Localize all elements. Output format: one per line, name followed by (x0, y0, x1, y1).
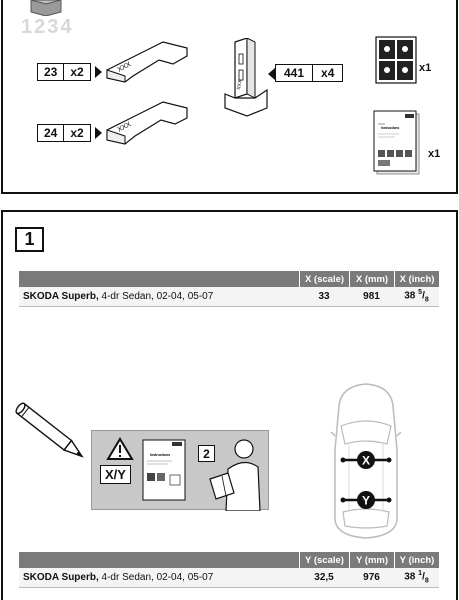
read-instructions-illustration: X/Y Instructions 2 (91, 430, 269, 511)
vehicle-details: 4-dr Sedan, 02-04, 05-07 (98, 572, 214, 583)
part-qty: x2 (70, 65, 84, 79)
car-mark-x: X (362, 454, 370, 468)
manual-title: Instructions (150, 453, 170, 457)
table-header: X (scale) X (mm) X (inch) (19, 271, 439, 287)
manual-page-illustration: Instructions (142, 439, 186, 501)
part-qty: x2 (70, 126, 84, 140)
part-qty: x4 (321, 66, 335, 80)
sticker-qty: x1 (419, 62, 432, 74)
inch-value: 38 1/8 (404, 570, 429, 585)
instruction-booklet-icon: Instructions (373, 110, 420, 175)
part-code: 23 (38, 64, 65, 80)
scale-value: 33 (318, 291, 330, 302)
vehicle-cell: SKODA Superb, 4-dr Sedan, 02-04, 05-07 (19, 291, 299, 302)
mm-value: 976 (363, 572, 380, 583)
parts-box-icon (30, 0, 62, 16)
table-header: Y (scale) Y (mm) Y (inch) (19, 552, 439, 568)
person-reading-icon (209, 439, 261, 511)
column-header: Y (scale) (299, 552, 349, 568)
part-label-23: 23 x2 (37, 63, 91, 81)
parts-panel: 1234 23 x2 XXX 24 x2 XXX XXX 441 x4 (1, 0, 458, 194)
booklet-title: Instructions (381, 126, 399, 130)
sticker-sheet-icon (375, 36, 417, 84)
car-mark-y: Y (362, 494, 370, 508)
vehicle-details: 4-dr Sedan, 02-04, 05-07 (98, 291, 214, 302)
part-code: 441 (276, 65, 314, 81)
column-header: Y (mm) (349, 552, 394, 568)
bracket-441-illustration: XXX (224, 38, 268, 117)
scale-value: 32,5 (314, 572, 334, 583)
part-label-441: 441 x4 (275, 64, 344, 82)
foot-pad-24-illustration: XXX (106, 101, 188, 145)
vehicle-cell: SKODA Superb, 4-dr Sedan, 02-04, 05-07 (19, 572, 299, 583)
table-row: SKODA Superb, 4-dr Sedan, 02-04, 05-07 3… (19, 568, 439, 588)
part-label-24: 24 x2 (37, 124, 91, 142)
arrow-right-icon (95, 66, 102, 78)
warning-label: X/Y (100, 465, 131, 484)
column-header: X (inch) (394, 271, 439, 287)
measurement-table-y: Y (scale) Y (mm) Y (inch) SKODA Superb, … (19, 552, 439, 588)
parts-watermark: 1234 (21, 16, 74, 38)
step-ref-box: 2 (198, 445, 215, 462)
column-header: X (scale) (299, 271, 349, 287)
vehicle-brand: SKODA Superb, (23, 291, 99, 302)
booklet-qty: x1 (428, 148, 441, 160)
column-header: Y (inch) (394, 552, 439, 568)
column-header: X (mm) (349, 271, 394, 287)
foot-pad-23-illustration: XXX (106, 41, 188, 83)
car-top-view-diagram: X Y (330, 383, 402, 539)
arrow-right-icon (95, 127, 102, 139)
step-panel: 1 X (scale) X (mm) X (inch) SKODA Superb… (1, 210, 458, 600)
step-number: 1 (15, 227, 44, 252)
warning-triangle-icon (106, 437, 134, 460)
mm-value: 981 (363, 291, 380, 302)
part-mark: XXX (236, 79, 244, 91)
inch-value: 38 5/8 (404, 289, 429, 304)
pencil-icon (15, 402, 84, 458)
table-row: SKODA Superb, 4-dr Sedan, 02-04, 05-07 3… (19, 287, 439, 307)
arrow-left-icon (268, 68, 275, 80)
vehicle-brand: SKODA Superb, (23, 572, 99, 583)
part-code: 24 (38, 125, 65, 141)
measurement-table-x: X (scale) X (mm) X (inch) SKODA Superb, … (19, 271, 439, 307)
